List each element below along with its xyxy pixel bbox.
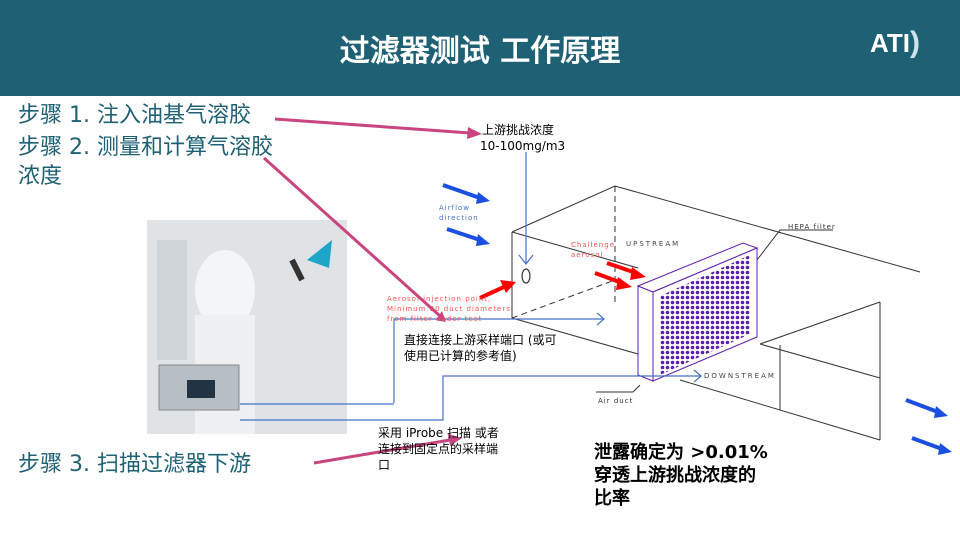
step-1: 步骤 1. 注入油基气溶胶: [18, 103, 251, 128]
scan-note: 采用 iProbe 扫描 或者连接到固定点的采样端口: [378, 425, 499, 473]
step-3: 步骤 3. 扫描过滤器下游: [18, 452, 251, 477]
downstream-sample-line: [240, 375, 701, 421]
conclusion-line: 泄露确定为 >0.01%: [594, 442, 768, 463]
note-line: 采用 iProbe 扫描 或者: [378, 426, 499, 440]
upstream-text: UPSTREAM: [626, 240, 681, 248]
hepa-filter: [636, 242, 759, 382]
header-band: [0, 0, 960, 96]
downstream-text: DOWNSTREAM: [704, 372, 776, 380]
injection-label: Aerosol injection point, Minimum 20 duct …: [387, 294, 511, 324]
cleanroom-photo: [147, 220, 347, 434]
air-duct: [511, 185, 921, 441]
air-duct-label: Air duct: [598, 397, 634, 405]
step-pointer-arrows: [262, 117, 482, 465]
upstream-label: 上游挑战浓度: [482, 123, 555, 137]
upstream-range: 10-100mg/m3: [480, 139, 566, 153]
challenge-line: aerosol: [571, 251, 604, 259]
direct-connect-note: 直接连接上游采样端口 (或可使用已计算的参考值): [404, 332, 557, 364]
step-2-cont: 浓度: [18, 164, 63, 189]
note-line: 直接连接上游采样端口 (或可: [404, 333, 557, 347]
conclusion-text: 泄露确定为 >0.01%穿透上游挑战浓度的比率: [594, 441, 768, 510]
challenge-label: Challenge aerosol: [571, 240, 615, 260]
ati-logo: ATI): [870, 26, 920, 59]
conclusion-line: 比率: [594, 488, 630, 509]
challenge-line: Challenge: [571, 241, 615, 249]
injection-line: Aerosol injection point,: [387, 295, 492, 303]
page-title: 过滤器测试 工作原理: [339, 34, 621, 69]
step-2: 步骤 2. 测量和计算气溶胶: [18, 135, 273, 160]
airflow-arrows: [442, 183, 952, 455]
conclusion-line: 穿透上游挑战浓度的: [594, 465, 756, 486]
airflow-line: Airflow: [439, 204, 471, 212]
note-line: 口: [378, 458, 391, 472]
injection-line: from filter under test: [387, 315, 483, 323]
logo-text: ATI: [870, 28, 910, 58]
injection-line: Minimum 20 duct diameters: [387, 305, 511, 313]
note-line: 连接到固定点的采样端: [378, 442, 499, 456]
airflow-line: direction: [439, 214, 479, 222]
hepa-filter-label: HEPA filter: [788, 223, 836, 231]
note-line: 使用已计算的参考值): [404, 349, 517, 363]
challenge-aerosol-arrows: [479, 261, 646, 300]
airflow-label: Airflow direction: [439, 203, 479, 223]
